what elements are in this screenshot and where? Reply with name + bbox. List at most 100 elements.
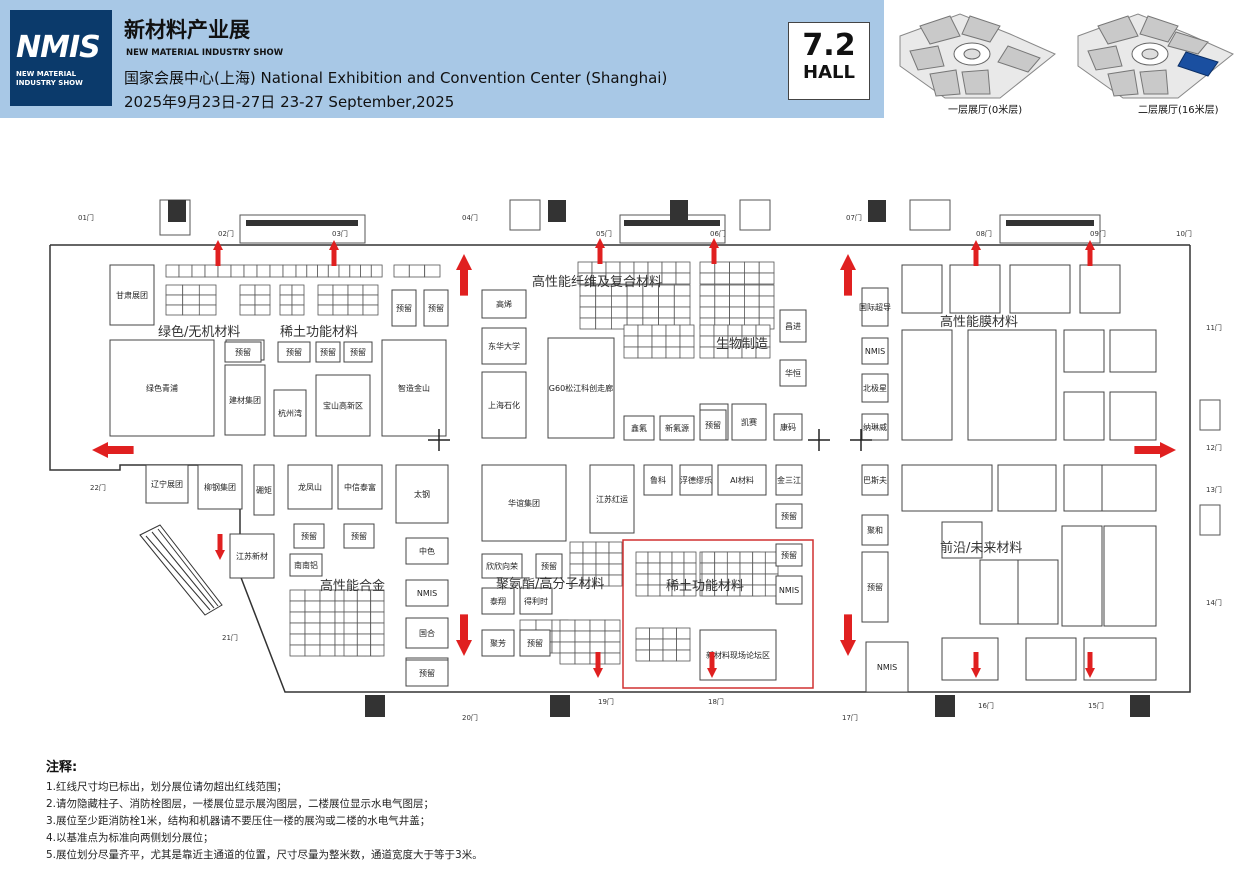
booth-nmis bbox=[775, 575, 803, 605]
booth-shanghai_shihua bbox=[481, 371, 527, 439]
booth-basf bbox=[861, 464, 889, 496]
red-arrow-left bbox=[92, 442, 134, 458]
title-chinese: 新材料产业展 bbox=[124, 18, 250, 42]
small-booth bbox=[604, 652, 621, 665]
small-booth bbox=[343, 622, 358, 635]
gate-label: 22门 bbox=[90, 483, 106, 492]
small-booth bbox=[635, 638, 650, 651]
large-booth bbox=[1009, 264, 1071, 314]
small-booth bbox=[579, 317, 597, 330]
booth-label-yuliu: 预留 bbox=[350, 347, 366, 357]
small-booth bbox=[699, 295, 716, 308]
small-booth bbox=[739, 562, 754, 575]
small-booth bbox=[408, 264, 425, 278]
booth-label-gansu: 甘肃展团 bbox=[116, 290, 148, 300]
small-booth bbox=[519, 619, 537, 632]
booth-label-zhongxin_taifu: 中信泰富 bbox=[344, 482, 376, 492]
gate-label: 10门 bbox=[1176, 229, 1192, 238]
small-booth bbox=[289, 622, 306, 635]
gate-label: 09门 bbox=[1090, 229, 1106, 238]
booth-label-yuliu: 预留 bbox=[867, 582, 883, 592]
small-booth bbox=[349, 264, 361, 278]
booth-yuliu bbox=[277, 341, 311, 363]
small-booth bbox=[370, 633, 385, 646]
small-booth bbox=[317, 294, 334, 306]
small-booth bbox=[713, 324, 729, 337]
red-arrow-down bbox=[456, 614, 472, 656]
small-booth bbox=[289, 589, 306, 602]
booth-zhizao_jinshan bbox=[381, 339, 447, 437]
small-booth bbox=[727, 324, 743, 337]
small-booth bbox=[360, 264, 372, 278]
small-booth bbox=[254, 294, 271, 306]
booth-huayi bbox=[481, 464, 567, 542]
small-booth bbox=[559, 652, 576, 665]
large-booth bbox=[901, 264, 943, 314]
small-booth bbox=[673, 284, 691, 297]
small-booth bbox=[393, 264, 410, 278]
gate-label: 18门 bbox=[708, 697, 724, 706]
large-booth bbox=[1083, 637, 1157, 681]
small-booth bbox=[198, 294, 217, 306]
small-booth bbox=[317, 264, 329, 278]
small-booth bbox=[289, 611, 306, 624]
small-booth bbox=[343, 644, 358, 657]
booth-baoshan bbox=[315, 374, 371, 437]
booth-label-yuliu: 预留 bbox=[396, 303, 412, 313]
small-booth bbox=[758, 261, 775, 274]
small-booth bbox=[699, 306, 716, 319]
booth-taixiang bbox=[481, 587, 515, 615]
booth-g60 bbox=[547, 337, 615, 439]
small-booth bbox=[635, 551, 649, 564]
booth-label-green_qingpu: 绿色青浦 bbox=[146, 383, 178, 393]
floor2-caption: 二层展厅(16米层) bbox=[1138, 105, 1219, 116]
zone-label-film: 高性能膜材料 bbox=[940, 314, 1018, 330]
gate-label: 04门 bbox=[462, 213, 478, 222]
small-booth bbox=[289, 633, 306, 646]
booth-changjin bbox=[779, 309, 807, 343]
booth-nmis bbox=[865, 641, 909, 693]
gate-label: 08门 bbox=[976, 229, 992, 238]
small-booth bbox=[675, 261, 691, 274]
small-booth bbox=[595, 563, 610, 576]
large-booth bbox=[997, 464, 1057, 512]
booth-label-shanghai_shihua: 上海石化 bbox=[488, 400, 520, 410]
small-booth bbox=[755, 324, 771, 337]
small-booth bbox=[217, 264, 232, 278]
small-booth bbox=[752, 562, 766, 575]
booth-label-delide: 得利时 bbox=[524, 596, 548, 606]
small-booth bbox=[559, 619, 576, 632]
small-booth bbox=[658, 295, 675, 308]
small-booth bbox=[304, 589, 321, 602]
small-booth bbox=[569, 563, 584, 576]
red-arrow-down bbox=[1085, 652, 1095, 678]
small-booth bbox=[595, 317, 612, 330]
notes-section: 注释: 1.红线尺寸均已标出，划分展位请勿超出红线范围； 2.请勿隐藏柱子、消防… bbox=[46, 756, 846, 864]
note-line-1: 1.红线尺寸均已标出，划分展位请勿超出红线范围； bbox=[46, 781, 288, 793]
booth-kaisai bbox=[731, 403, 767, 441]
booth-yuliu bbox=[343, 341, 373, 363]
small-booth bbox=[608, 552, 623, 565]
booth-label-g60: G60松江科创走廊 bbox=[549, 383, 613, 393]
red-arrow-up bbox=[456, 254, 472, 296]
booth-label-nanshan_lv: 南南铝 bbox=[294, 560, 318, 570]
booth-yuliu bbox=[423, 289, 449, 327]
large-booth bbox=[941, 637, 999, 681]
booth-yuliu bbox=[391, 289, 417, 327]
booth-yuliu bbox=[775, 543, 803, 567]
small-booth bbox=[279, 294, 293, 306]
small-booth bbox=[637, 324, 653, 337]
small-booth bbox=[635, 584, 649, 597]
small-booth bbox=[574, 630, 591, 643]
booth-label-huayi: 华谊集团 bbox=[508, 498, 540, 508]
small-booth bbox=[343, 600, 358, 613]
small-booth bbox=[343, 611, 358, 624]
gate-label: 01门 bbox=[78, 213, 94, 222]
floor2-map-graphic bbox=[1077, 13, 1234, 99]
small-booth bbox=[319, 633, 336, 646]
small-booth bbox=[165, 284, 184, 296]
small-booth bbox=[559, 641, 576, 654]
red-arrow-up bbox=[840, 254, 856, 296]
logo-subtitle: NEW MATERIAL INDUSTRY SHOW bbox=[16, 70, 83, 87]
small-booth bbox=[254, 304, 271, 316]
